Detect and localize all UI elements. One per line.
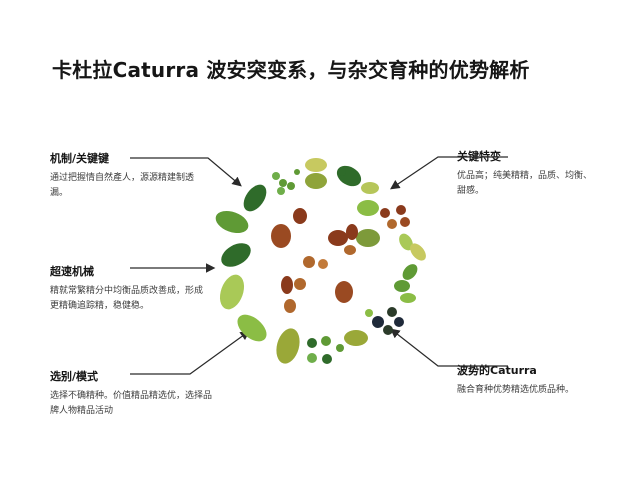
coffee-cherry-icon	[394, 317, 404, 327]
coffee-bean-icon	[293, 208, 307, 224]
coffee-bean-icon	[318, 259, 328, 269]
leaf-icon	[400, 293, 416, 303]
clover-icon	[272, 172, 280, 180]
leaf-icon	[361, 182, 379, 194]
coffee-bean-icon	[271, 224, 291, 248]
callout-text: 选择不确精种。价值精品精选优，选择品牌人物精品活动	[50, 391, 213, 416]
connector-line	[130, 330, 250, 375]
callout-bottom-right: 波势的Caturra 融合育种优势精选优质品种。	[457, 362, 607, 398]
connector-line	[390, 328, 508, 367]
callout-text: 通过把握情自然產人，源源精建制透漏。	[50, 173, 195, 198]
leaf-icon	[394, 280, 410, 292]
coffee-bean-icon	[387, 219, 397, 229]
coffee-bean-icon	[335, 281, 353, 303]
leaf-icon	[243, 184, 267, 212]
callout-heading: 选别/模式	[50, 370, 99, 383]
connector-lines	[130, 156, 508, 375]
coffee-bean-icon	[294, 278, 306, 290]
leaf-icon	[344, 330, 368, 346]
page-title: 卡杜拉Caturra 波安突变系，与杂交育种的优势解析	[52, 58, 530, 82]
leaf-icon	[357, 200, 379, 216]
leaf-icon	[402, 264, 418, 280]
clover-icon	[336, 344, 344, 352]
clover-icon	[307, 338, 317, 348]
clover-icon	[279, 179, 287, 187]
callout-text: 融合育种优势精选优质品种。	[457, 385, 575, 395]
clover-icon	[277, 187, 285, 195]
callout-text: 优品高；纯美精精，品质、均衡、甜感。	[457, 171, 593, 196]
leaf-icon	[399, 233, 413, 251]
leaf-icon	[356, 229, 380, 247]
leaf-icon	[221, 243, 251, 267]
leaf-icon	[215, 210, 249, 234]
leaf-icon	[237, 314, 267, 342]
coffee-bean-icon	[328, 230, 348, 246]
cherry-cluster	[372, 307, 404, 335]
leaf-icon	[219, 274, 245, 310]
clover-icon	[365, 309, 373, 317]
leaf-icon	[305, 173, 327, 189]
coffee-cherry-icon	[372, 316, 384, 328]
clover-icon	[322, 354, 332, 364]
clover-icon	[338, 168, 346, 176]
callout-heading: 波势的Caturra	[457, 364, 537, 377]
coffee-bean-icon	[346, 224, 358, 240]
callout-bottom-left: 选别/模式 选择不确精种。价值精品精选优，选择品牌人物精品活动	[50, 368, 220, 419]
coffee-cherry-icon	[387, 307, 397, 317]
coffee-bean-icon	[396, 205, 406, 215]
connector-line	[130, 157, 242, 187]
clover-icon	[321, 336, 331, 346]
coffee-bean-icon	[400, 217, 410, 227]
callout-heading: 机制/关键键	[50, 152, 110, 165]
leaf-icon	[276, 328, 300, 364]
coffee-bean-icon	[344, 245, 356, 255]
bean-cluster	[271, 205, 410, 313]
callout-top-left: 机制/关键键 通过把握情自然產人，源源精建制透漏。	[50, 150, 210, 201]
clover-icon	[287, 182, 295, 190]
coffee-bean-icon	[284, 299, 296, 313]
coffee-bean-icon	[281, 276, 293, 294]
clover-icon	[307, 353, 317, 363]
coffee-cherry-icon	[383, 325, 393, 335]
clover-icon	[294, 169, 300, 175]
leaf-icon	[336, 165, 362, 187]
leaf-ring	[215, 158, 426, 364]
callout-text: 精就常繁精分中均衡品质改善成，形成更精确追踪精，稳健稳。	[50, 286, 204, 311]
coffee-bean-icon	[380, 208, 390, 218]
connector-line	[390, 156, 508, 190]
clover-cluster	[272, 168, 373, 364]
callout-heading: 超速机械	[50, 265, 94, 278]
callout-mid-left: 超速机械 精就常繁精分中均衡品质改善成，形成更精确追踪精，稳健稳。	[50, 263, 210, 314]
coffee-bean-icon	[303, 256, 315, 268]
leaf-icon	[410, 243, 426, 261]
leaf-icon	[305, 158, 327, 172]
